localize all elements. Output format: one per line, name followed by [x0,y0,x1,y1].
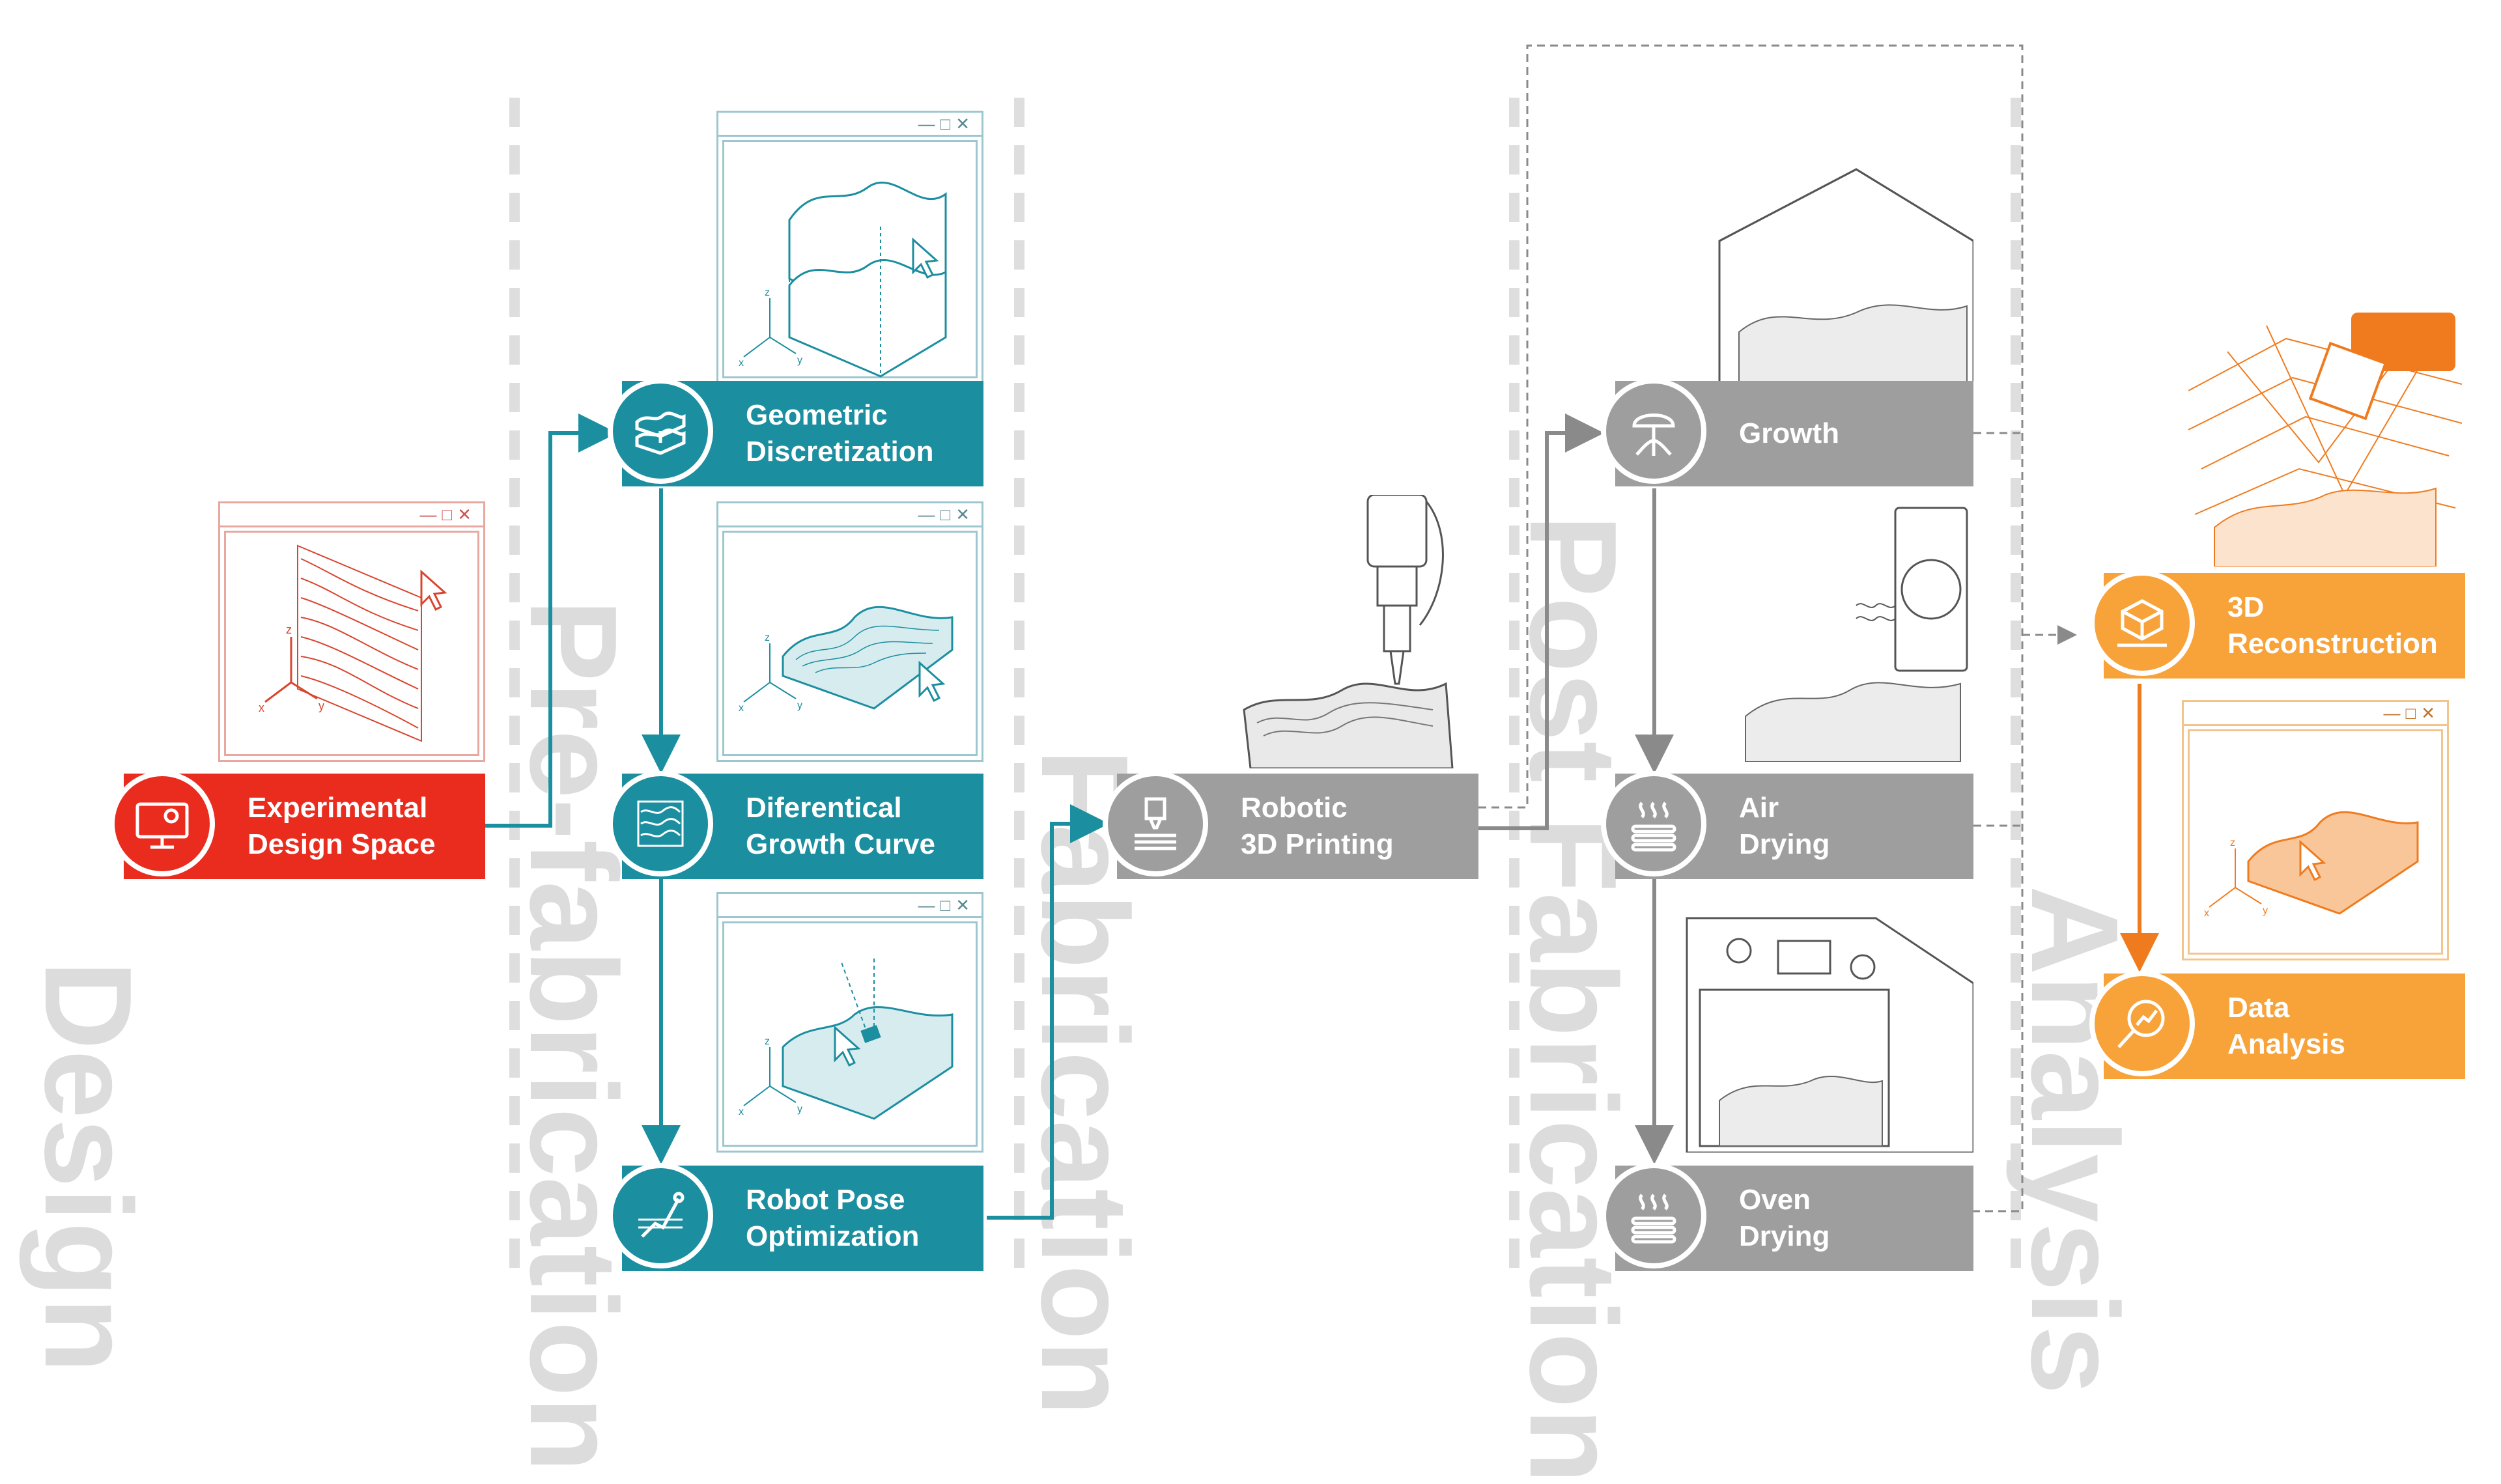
mushroom-root-icon [1601,378,1706,484]
design-space-window: —□✕ z x y [218,501,485,762]
step-data-analysis: Data Analysis [2089,971,2465,1079]
cursor-icon [420,569,447,611]
axis-label-x: x [2204,908,2209,919]
axis-label-y: y [318,699,324,712]
step-robotic-3d-printing: Robotic 3D Printing [1103,771,1478,879]
step-label: Experimental Design Space [247,792,436,860]
axis-label-x: x [259,701,264,714]
window-controls: —□✕ [918,895,975,915]
step-geometric-discretization: Geometric Discretization [608,378,983,486]
robot-printing-illustration [1243,495,1454,768]
step-label: Geometric Discretization [746,399,934,468]
printer-nozzle-icon [1103,771,1208,876]
step-label: 3D Reconstruction [2227,591,2438,660]
axis-label-z: z [2230,837,2235,848]
growth-curve-window: —□✕ z x y [716,501,983,762]
layered-surface-illustration: z x y [739,182,947,378]
step-oven-drying: Oven Drying [1601,1163,1973,1271]
axis-label-x: x [739,357,744,369]
step-label: Diferentical Growth Curve [746,792,935,860]
step-3d-reconstruction: 3D Reconstruction [2089,570,2465,679]
axis-label-z: z [765,1036,770,1047]
cursor-icon [2299,839,2326,882]
robot-pose-window: —□✕ z x y [716,892,983,1153]
discretization-window: —□✕ z x y [716,111,983,384]
axis-label-y: y [2263,905,2268,916]
axis-label-x: x [739,1106,744,1117]
pattern-square-icon [608,771,713,876]
oven-illustration [1686,917,1973,1153]
step-experimental-design-space: Experimental Design Space [109,771,485,879]
growth-chamber-illustration [1718,168,1973,384]
window-controls: —□✕ [918,114,975,133]
cursor-icon [918,660,946,703]
step-growth: Growth [1601,378,1973,486]
step-label: Robotic 3D Printing [1241,792,1394,860]
window-controls: —□✕ [918,505,975,524]
phase-separators [509,98,2021,1276]
step-air-drying: Air Drying [1601,771,1973,879]
heat-waves-icon [1601,1163,1706,1268]
axis-label-z: z [765,287,770,298]
step-label: Growth [1739,417,1839,449]
monitor-gear-icon [109,771,215,876]
layered-terrain-icon [608,378,713,484]
flow-connectors [485,44,2159,1220]
pose-surface-illustration: z x y [739,956,954,1120]
step-label: Data Analysis [2227,992,2345,1060]
magnifier-chart-icon [2089,971,2195,1076]
step-robot-pose-optimization: Robot Pose Optimization [608,1163,983,1271]
red-contour-surface-illustration: z x y [259,544,447,742]
robot-arm-icon [608,1163,713,1268]
axis-label-y: y [797,355,802,366]
data-analysis-window: —□✕ z x y [2182,700,2449,960]
step-label: Oven Drying [1739,1184,1830,1252]
axis-label-y: y [797,700,802,711]
axis-label-z: z [765,632,770,643]
step-label: Robot Pose Optimization [746,1184,920,1252]
cursor-icon [912,237,939,279]
window-controls: —□✕ [419,505,477,524]
axis-label-x: x [739,703,744,714]
heat-waves-icon [1601,771,1706,876]
workflow-diagram: Design Pre-fabrication Fabrication Post … [19,44,2465,1484]
pattern-surface-illustration: z x y [739,606,954,714]
step-differential-growth-curve: Diferentical Growth Curve [608,771,983,879]
window-controls: —□✕ [2383,703,2440,723]
axis-label-y: y [797,1104,802,1115]
orange-surface-illustration: z x y [2204,811,2419,919]
scanner-illustration [2188,313,2462,567]
cursor-icon [834,1025,861,1067]
axis-label-z: z [286,623,292,636]
air-dryer-illustration [1745,507,1968,762]
step-label: Air Drying [1739,792,1830,860]
scan-box-icon [2089,570,2195,676]
